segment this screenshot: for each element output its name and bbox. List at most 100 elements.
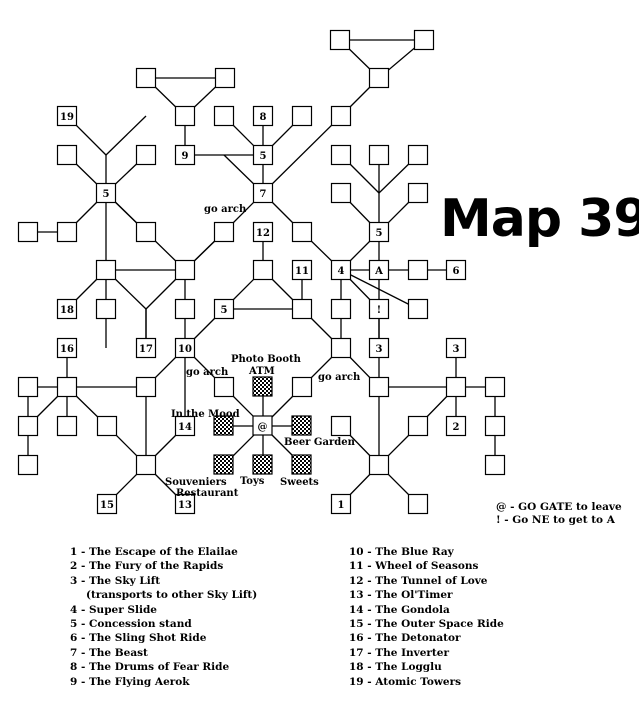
ride-box[interactable] — [368, 221, 390, 243]
map-box[interactable] — [174, 259, 196, 281]
map-box[interactable] — [135, 221, 157, 243]
ride-number-label: 5 — [221, 305, 228, 316]
map-box[interactable] — [291, 376, 313, 398]
map-box[interactable] — [174, 105, 196, 127]
map-box[interactable] — [407, 144, 429, 166]
map-box[interactable] — [368, 454, 390, 476]
souvenier-box[interactable] — [252, 454, 273, 475]
map-box[interactable] — [330, 144, 352, 166]
map-box[interactable] — [291, 221, 313, 243]
legend-item: 16 - The Detonator — [349, 632, 461, 645]
map-box[interactable] — [213, 105, 235, 127]
map-box[interactable] — [330, 415, 352, 437]
map-box[interactable] — [95, 298, 117, 320]
map-box[interactable] — [407, 415, 429, 437]
map-box[interactable] — [484, 376, 506, 398]
map-box[interactable] — [291, 105, 313, 127]
toys-box[interactable] — [213, 454, 234, 475]
ride-box[interactable] — [56, 298, 78, 320]
ride-box[interactable] — [213, 298, 235, 320]
map-box[interactable] — [214, 67, 236, 89]
beer-garden-label: Beer Garden — [284, 437, 356, 448]
sweets-label: Sweets — [280, 477, 319, 488]
ride-box[interactable] — [174, 415, 196, 437]
map-title: Map 39 — [440, 189, 639, 249]
map-box[interactable] — [17, 454, 39, 476]
ride-box[interactable] — [330, 493, 352, 515]
ride-number-label: 1 — [338, 500, 345, 511]
ride-number-label: 4 — [338, 266, 345, 277]
ride-box[interactable] — [291, 259, 313, 281]
ride-box[interactable] — [174, 493, 196, 515]
map-box[interactable] — [484, 415, 506, 437]
map-box[interactable] — [407, 493, 429, 515]
ride-box[interactable] — [252, 144, 274, 166]
map-box[interactable] — [368, 376, 390, 398]
map-box[interactable] — [96, 415, 118, 437]
map-box[interactable] — [17, 221, 39, 243]
ride-box[interactable] — [96, 493, 118, 515]
ride-box[interactable] — [368, 259, 390, 281]
ride-number-label: 19 — [60, 112, 74, 123]
map-box[interactable] — [330, 298, 352, 320]
ride-box[interactable] — [174, 337, 196, 359]
map-box[interactable] — [368, 144, 390, 166]
map-box[interactable] — [56, 376, 78, 398]
map-box[interactable] — [56, 144, 78, 166]
ride-box[interactable] — [95, 182, 117, 204]
map-box[interactable] — [135, 454, 157, 476]
map-box[interactable] — [413, 29, 435, 51]
ride-box[interactable] — [252, 221, 274, 243]
map-box[interactable] — [407, 298, 429, 320]
map-box[interactable] — [135, 144, 157, 166]
map-box[interactable] — [174, 298, 196, 320]
legend-item: 12 - The Tunnel of Love — [349, 574, 488, 587]
map-box[interactable] — [368, 67, 390, 89]
map-box[interactable] — [329, 29, 351, 51]
map-box[interactable] — [330, 182, 352, 204]
map-box[interactable] — [407, 259, 429, 281]
legend-item: 2 - The Fury of the Rapids — [70, 560, 224, 573]
legend-item: 6 - The Sling Shot Ride — [70, 632, 207, 645]
ride-box[interactable] — [368, 298, 390, 320]
gate-box[interactable] — [252, 415, 273, 436]
legend-item: 18 - The Logglu — [349, 661, 442, 674]
map-box[interactable] — [135, 67, 157, 89]
map-box[interactable] — [17, 376, 39, 398]
map-box[interactable] — [135, 376, 157, 398]
map-box[interactable] — [291, 298, 313, 320]
ride-box[interactable] — [135, 337, 157, 359]
map-box[interactable] — [330, 337, 352, 359]
sweets-box[interactable] — [291, 454, 312, 475]
map-box[interactable] — [213, 221, 235, 243]
map-box[interactable] — [445, 376, 467, 398]
beer-garden-box[interactable] — [291, 415, 312, 436]
map-box[interactable] — [56, 221, 78, 243]
map-box[interactable] — [17, 415, 39, 437]
ride-number-label: 3 — [376, 344, 383, 355]
map-box[interactable] — [252, 259, 274, 281]
map-box[interactable] — [484, 454, 506, 476]
ride-box[interactable] — [56, 105, 78, 127]
ride-number-label: 18 — [60, 305, 74, 316]
legend-item: 8 - The Drums of Fear Ride — [70, 661, 230, 674]
ride-box[interactable] — [445, 337, 467, 359]
souveniers-label: Souveniers — [165, 477, 227, 488]
legend-item: 13 - The Ol'Timer — [349, 589, 453, 602]
map-box[interactable] — [213, 376, 235, 398]
atm-box[interactable] — [252, 376, 273, 397]
map-box[interactable] — [95, 259, 117, 281]
ride-box[interactable] — [368, 337, 390, 359]
map-box[interactable] — [56, 415, 78, 437]
ride-box[interactable] — [445, 259, 467, 281]
arrow-note: ! - Go NE to get to A — [496, 514, 615, 526]
map-box[interactable] — [330, 105, 352, 127]
ride-box[interactable] — [252, 182, 274, 204]
ride-box[interactable] — [330, 259, 352, 281]
map-box[interactable] — [407, 182, 429, 204]
ride-box[interactable] — [445, 415, 467, 437]
ride-box[interactable] — [56, 337, 78, 359]
in-the-mood-box[interactable] — [213, 415, 234, 436]
ride-box[interactable] — [252, 105, 274, 127]
ride-box[interactable] — [174, 144, 196, 166]
